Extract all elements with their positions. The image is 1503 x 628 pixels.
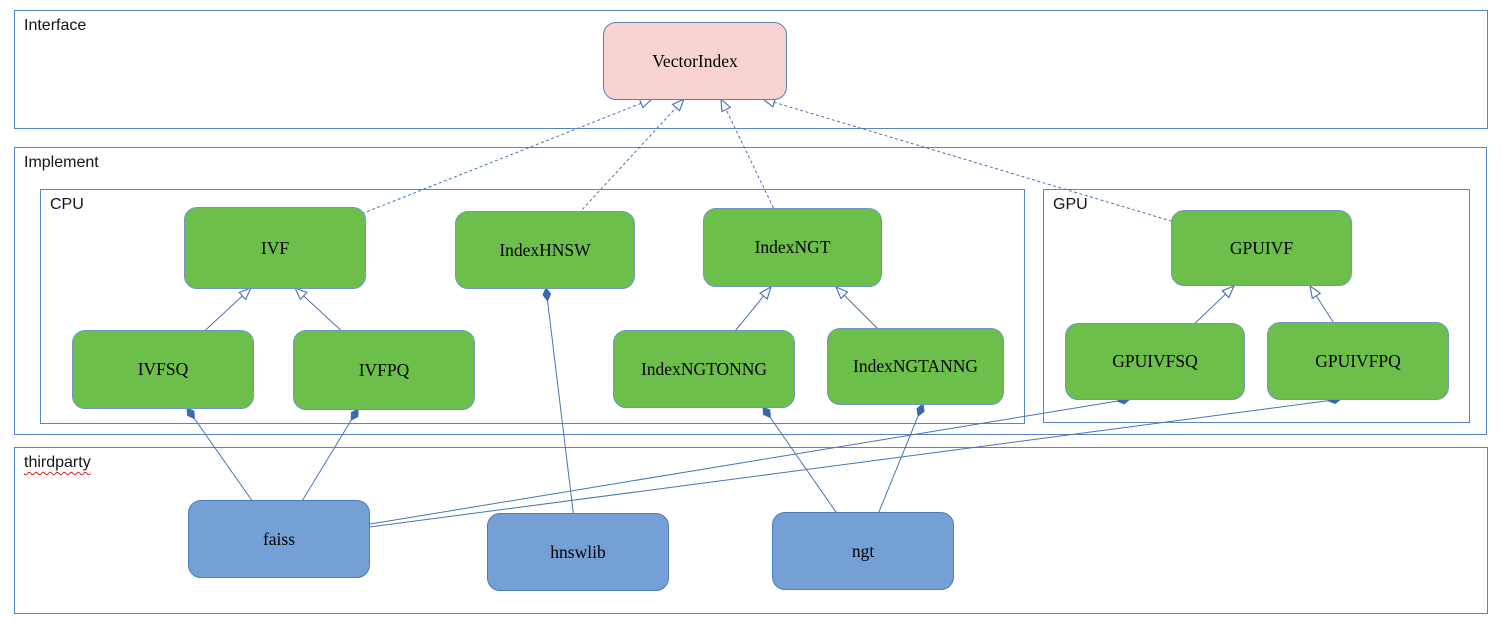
- node-faiss-label: faiss: [262, 528, 296, 549]
- container-thirdparty: thirdparty: [14, 447, 1488, 614]
- container-thirdparty-label: thirdparty: [24, 454, 91, 471]
- container-interface: Interface: [14, 10, 1488, 129]
- node-gpuivfpq[interactable]: GPUIVFPQ: [1267, 322, 1449, 400]
- container-implement: Implement: [14, 147, 1487, 435]
- edge-hnswlib-indexhnsw: [542, 286, 579, 553]
- node-indexhnsw-label: IndexHNSW: [499, 239, 591, 260]
- container-gpu: GPU: [1043, 189, 1470, 423]
- node-ivfsq[interactable]: IVFSQ: [72, 330, 254, 409]
- node-gpuivfsq[interactable]: GPUIVFSQ: [1065, 323, 1245, 400]
- container-interface-label: Interface: [24, 17, 87, 34]
- node-indexngt[interactable]: IndexNGT: [703, 208, 882, 287]
- node-indexngtonng-label: IndexNGTONNG: [640, 358, 768, 379]
- container-cpu: CPU: [40, 189, 1025, 424]
- container-cpu-label: CPU: [50, 196, 84, 213]
- node-ivfsq-label: IVFSQ: [137, 359, 189, 379]
- container-gpu-label: GPU: [1053, 196, 1088, 213]
- node-ivfpq[interactable]: IVFPQ: [293, 330, 475, 410]
- node-gpuivfsq-label: GPUIVFSQ: [1112, 351, 1198, 371]
- node-ivf-label: IVF: [260, 237, 290, 258]
- node-ngt[interactable]: ngt: [772, 512, 954, 590]
- node-indexngtonng[interactable]: IndexNGTONNG: [613, 330, 795, 408]
- node-gpuivfpq-label: GPUIVFPQ: [1315, 350, 1401, 371]
- node-gpuivf-label: GPUIVF: [1229, 237, 1294, 258]
- node-vectorindex[interactable]: VectorIndex: [603, 22, 787, 100]
- node-ivfpq-label: IVFPQ: [358, 359, 410, 380]
- node-ngt-label: ngt: [851, 540, 875, 561]
- node-indexhnsw[interactable]: IndexHNSW: [455, 211, 635, 289]
- node-gpuivf[interactable]: GPUIVF: [1171, 210, 1352, 286]
- node-vectorindex-label: VectorIndex: [652, 50, 738, 71]
- node-indexngt-label: IndexNGT: [754, 237, 831, 257]
- node-indexngtanng[interactable]: IndexNGTANNG: [827, 328, 1004, 405]
- node-faiss[interactable]: faiss: [188, 500, 370, 578]
- node-hnswlib[interactable]: hnswlib: [487, 513, 669, 591]
- node-ivf[interactable]: IVF: [184, 207, 366, 289]
- node-indexngtanng-label: IndexNGTANNG: [853, 356, 978, 376]
- edge-faiss-gpuivfpq: [278, 395, 1343, 540]
- node-hnswlib-label: hnswlib: [550, 541, 606, 562]
- edge-gpuivf-vectorindex: [763, 99, 1262, 249]
- edge-faiss-gpuivfsq: [278, 395, 1132, 540]
- container-implement-label: Implement: [24, 154, 99, 171]
